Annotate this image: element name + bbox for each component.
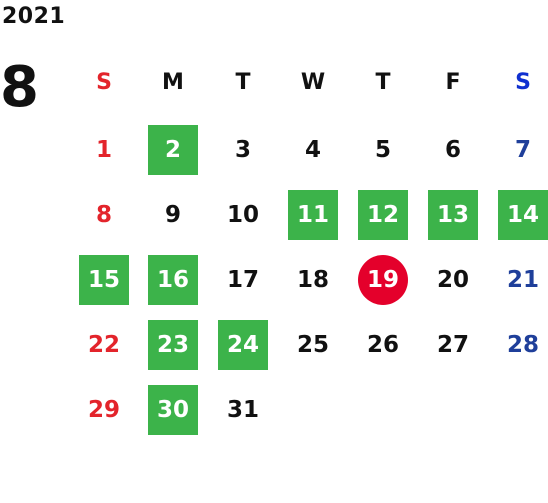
weekday-header: S bbox=[515, 69, 531, 95]
day-cell[interactable]: 28 bbox=[506, 332, 539, 358]
day-cell[interactable]: 12 bbox=[358, 190, 408, 240]
day-cell[interactable]: 31 bbox=[226, 397, 259, 423]
year-label: 2021 bbox=[2, 4, 66, 29]
day-cell[interactable]: 8 bbox=[95, 202, 112, 228]
day-cell[interactable]: 1 bbox=[95, 137, 112, 163]
day-cell[interactable]: 16 bbox=[148, 255, 198, 305]
weekday-header: W bbox=[300, 69, 326, 95]
day-cell[interactable]: 5 bbox=[374, 137, 391, 163]
day-cell[interactable]: 24 bbox=[218, 320, 268, 370]
weekday-header: T bbox=[235, 69, 251, 95]
day-cell[interactable]: 25 bbox=[296, 332, 329, 358]
day-cell[interactable]: 17 bbox=[226, 267, 259, 293]
weekday-header: S bbox=[96, 69, 112, 95]
day-cell[interactable]: 3 bbox=[234, 137, 251, 163]
day-cell[interactable]: 30 bbox=[148, 385, 198, 435]
weekday-header: M bbox=[162, 69, 184, 95]
weekday-header: F bbox=[445, 69, 461, 95]
day-cell[interactable]: 4 bbox=[304, 137, 321, 163]
day-cell[interactable]: 18 bbox=[296, 267, 329, 293]
day-cell[interactable]: 26 bbox=[366, 332, 399, 358]
day-cell[interactable]: 15 bbox=[79, 255, 129, 305]
day-cell[interactable]: 13 bbox=[428, 190, 478, 240]
day-cell[interactable]: 21 bbox=[506, 267, 539, 293]
day-cell[interactable]: 10 bbox=[226, 202, 259, 228]
day-cell[interactable]: 7 bbox=[514, 137, 531, 163]
day-cell[interactable]: 20 bbox=[436, 267, 469, 293]
day-cell-today[interactable]: 19 bbox=[358, 255, 408, 305]
day-cell[interactable]: 9 bbox=[164, 202, 181, 228]
weekday-header: T bbox=[375, 69, 391, 95]
day-cell[interactable]: 22 bbox=[87, 332, 120, 358]
day-cell[interactable]: 23 bbox=[148, 320, 198, 370]
month-number: 8 bbox=[0, 55, 39, 120]
day-cell[interactable]: 2 bbox=[148, 125, 198, 175]
day-cell[interactable]: 14 bbox=[498, 190, 548, 240]
day-cell[interactable]: 11 bbox=[288, 190, 338, 240]
day-cell[interactable]: 29 bbox=[87, 397, 120, 423]
day-cell[interactable]: 27 bbox=[436, 332, 469, 358]
day-cell[interactable]: 6 bbox=[444, 137, 461, 163]
